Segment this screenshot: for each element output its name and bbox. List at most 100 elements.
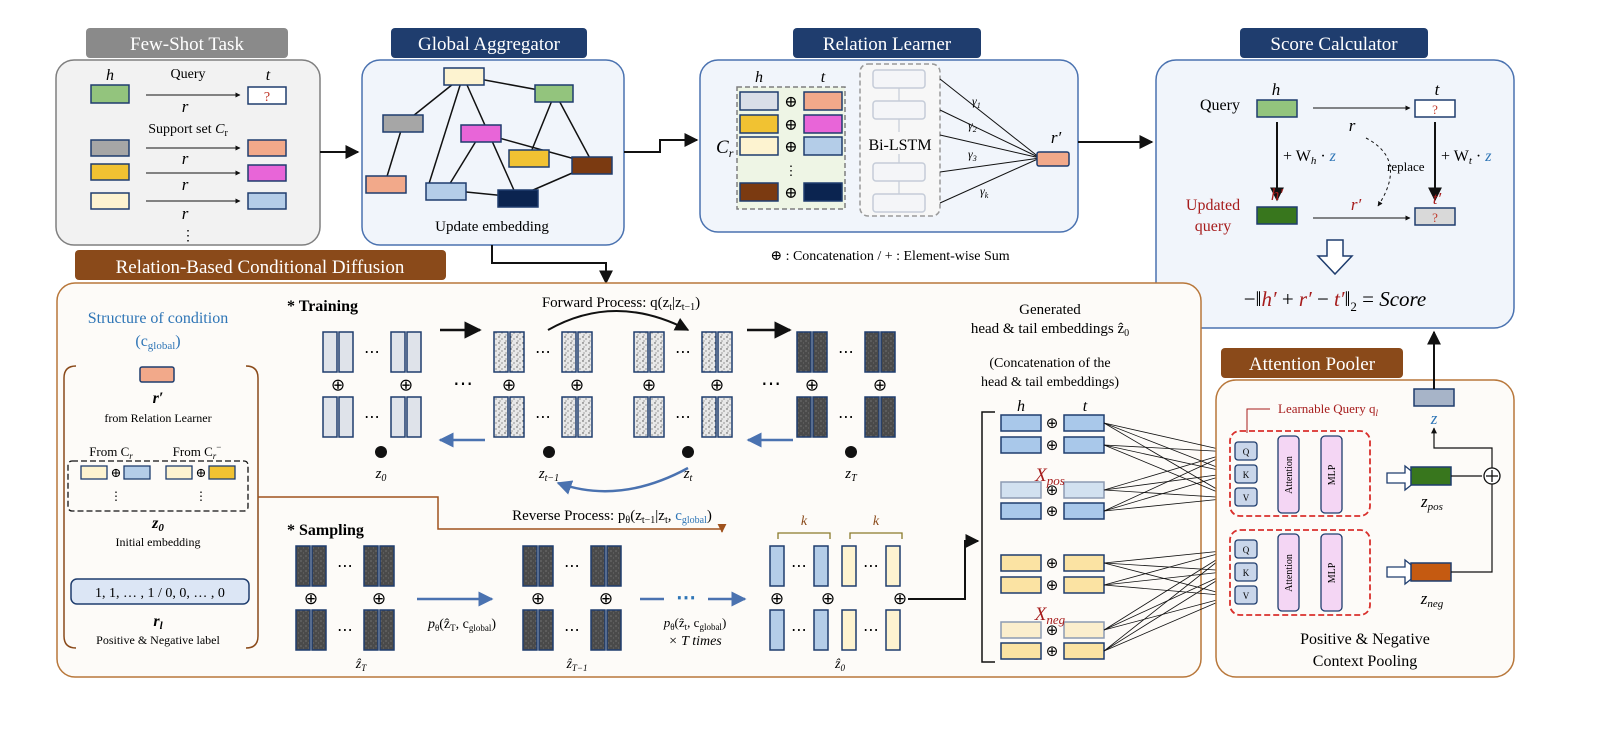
fewshot-qmark: ?	[264, 90, 270, 105]
pos-row-2-oplus: ⊕	[1046, 436, 1059, 454]
train-z0-top-bar	[390, 331, 406, 373]
train-zt1-oplus-2: ⊕	[570, 376, 584, 396]
samp-z0-dots-1: ⋯	[791, 556, 807, 575]
neg-fan-line	[1103, 549, 1233, 631]
pos-row-4-oplus: ⊕	[1046, 502, 1059, 520]
samp-z0-oplus-2: ⊕	[893, 589, 907, 609]
legend-text: ⊕ : Concatenation / + : Element-wise Sum	[770, 249, 1009, 264]
score-r: r	[1349, 116, 1356, 135]
gamma-k: γk	[980, 184, 989, 200]
gamma-2: γ2	[968, 118, 977, 134]
sampling-label: * Sampling	[287, 522, 364, 539]
cond-init-emb: Initial embedding	[116, 535, 201, 549]
relation-rprime-box	[1036, 151, 1070, 167]
z0-label: z0	[375, 466, 387, 484]
cond-title-2: (cglobal)	[135, 333, 180, 352]
neg-row-3-head	[1000, 621, 1042, 639]
pool-neg-k-label: K	[1243, 568, 1250, 578]
samp-zT-bottom-bar	[379, 609, 395, 651]
pos-row-2-tail	[1063, 436, 1105, 454]
gen-label-1: Generated	[1019, 302, 1081, 318]
train-zt1-bottom-bar	[493, 396, 509, 438]
xpos-label: Xpos	[1034, 465, 1065, 488]
pos-row-3-oplus: ⊕	[1046, 481, 1059, 499]
cond-oplus-2: ⊕	[196, 465, 207, 480]
train-zT-oplus-2: ⊕	[873, 376, 887, 396]
bilstm-label: Bi-LSTM	[868, 137, 931, 154]
train-z0-bottom-bar	[406, 396, 422, 438]
reverse-process-label: Reverse Process: pθ(zt−1|zt, cglobal)	[512, 508, 712, 526]
neg-row-4-head	[1000, 642, 1042, 660]
train-zt1-dots-top: ⋯	[535, 342, 551, 361]
neg-row-2-tail	[1063, 576, 1105, 594]
train-zt1-dots-bottom: ⋯	[535, 407, 551, 426]
samp-dots-blue: ⋯	[676, 587, 696, 609]
samp-zT-dots-bottom: ⋯	[337, 620, 353, 639]
attention-pooler-title: Attention Pooler	[1249, 354, 1376, 375]
gen-label-2: head & tail embeddings ẑ0	[971, 321, 1129, 339]
fewshot-support-label: Support set Cr	[148, 122, 228, 139]
samp-z0-bottom-bar	[813, 609, 829, 651]
train-zT-top-bar	[812, 331, 828, 373]
zt1-label: zt−1	[538, 466, 559, 484]
train-zt-oplus-1: ⊕	[642, 376, 656, 396]
samp-zT1-top-bar	[590, 545, 606, 587]
zT-label: zT	[844, 466, 858, 484]
train-z0-oplus-1: ⊕	[331, 376, 345, 396]
pool-neg-k-box	[1234, 562, 1258, 582]
samp-zT-oplus-2: ⊕	[372, 589, 386, 609]
score-calculator-panel: Score Calculator Query h t ? r + Wh · z …	[1155, 28, 1515, 329]
update-embedding-label: Update embedding	[435, 219, 549, 235]
neg-row-1-head	[1000, 554, 1042, 572]
pool-pos-mlp-box	[1320, 435, 1343, 514]
score-replace: replace	[1387, 159, 1425, 174]
concat-label-1: (Concatenation of the	[989, 356, 1110, 371]
train-zt-bottom-bar	[717, 396, 733, 438]
train-zt1-bottom-bar	[561, 396, 577, 438]
fewshot-query-tail	[247, 86, 287, 105]
zneg-label: zneg	[1420, 589, 1444, 610]
neg-fan-line	[1103, 584, 1233, 597]
pos-fan-line	[1103, 489, 1233, 499]
samp-z0-top-bar	[813, 545, 829, 587]
fewshot-title-box	[86, 28, 288, 58]
train-z0-oplus-2: ⊕	[399, 376, 413, 396]
relation-rprime-label: r′	[1051, 128, 1062, 147]
train-z0-bottom-bar	[390, 396, 406, 438]
train-zt-top-bar	[633, 331, 649, 373]
pool-neg-attention-box	[1277, 533, 1300, 612]
samp-zT-top-bar	[311, 545, 327, 587]
fewshot-dots: ⋮	[181, 229, 195, 244]
samp-z0-bottom-bar	[885, 609, 901, 651]
train-zT-dots-bottom: ⋯	[838, 407, 854, 426]
train-z0-top-bar	[406, 331, 422, 373]
zhatT1-label: ẑT−1	[565, 657, 587, 673]
fewshot-title: Few-Shot Task	[130, 34, 244, 55]
samp-zT-oplus-1: ⊕	[304, 589, 318, 609]
train-dots-2: ⋯	[761, 373, 781, 395]
pos-fan-line	[1103, 444, 1233, 499]
pos-fan-line	[1103, 451, 1233, 491]
train-zt-dots-bottom: ⋯	[675, 407, 691, 426]
score-down-arrow-icon	[1316, 239, 1354, 276]
neg-fan-line	[1103, 595, 1233, 631]
zt-label: zt	[683, 466, 693, 484]
train-z0-bottom-bar	[322, 396, 338, 438]
diffusion-panel: Relation-Based Conditional Diffusion Str…	[56, 250, 1233, 678]
pos-row-1-head	[1000, 414, 1042, 432]
training-label: * Training	[287, 298, 358, 315]
cond-from-crneg: From Cr−	[173, 442, 222, 461]
score-qmark-1: ?	[1432, 102, 1438, 117]
train-zT-bottom-bar	[812, 396, 828, 438]
train-dots-1: ⋯	[453, 373, 473, 395]
samp-zT-bottom-bar	[363, 609, 379, 651]
score-formula: −‖h′ + r′ − t′‖2 = Score	[1244, 287, 1427, 314]
score-rprime: r′	[1351, 195, 1362, 214]
updated-query-line1: Updated	[1186, 197, 1240, 214]
score-wh: + Wh · z	[1283, 148, 1337, 167]
samp-zT-top-bar	[363, 545, 379, 587]
pool-pos-q-box	[1234, 441, 1258, 461]
pool-z-label: z	[1430, 409, 1438, 428]
relation-oplus-1: ⊕	[784, 94, 797, 111]
pool-neg-q-label: Q	[1243, 545, 1250, 555]
